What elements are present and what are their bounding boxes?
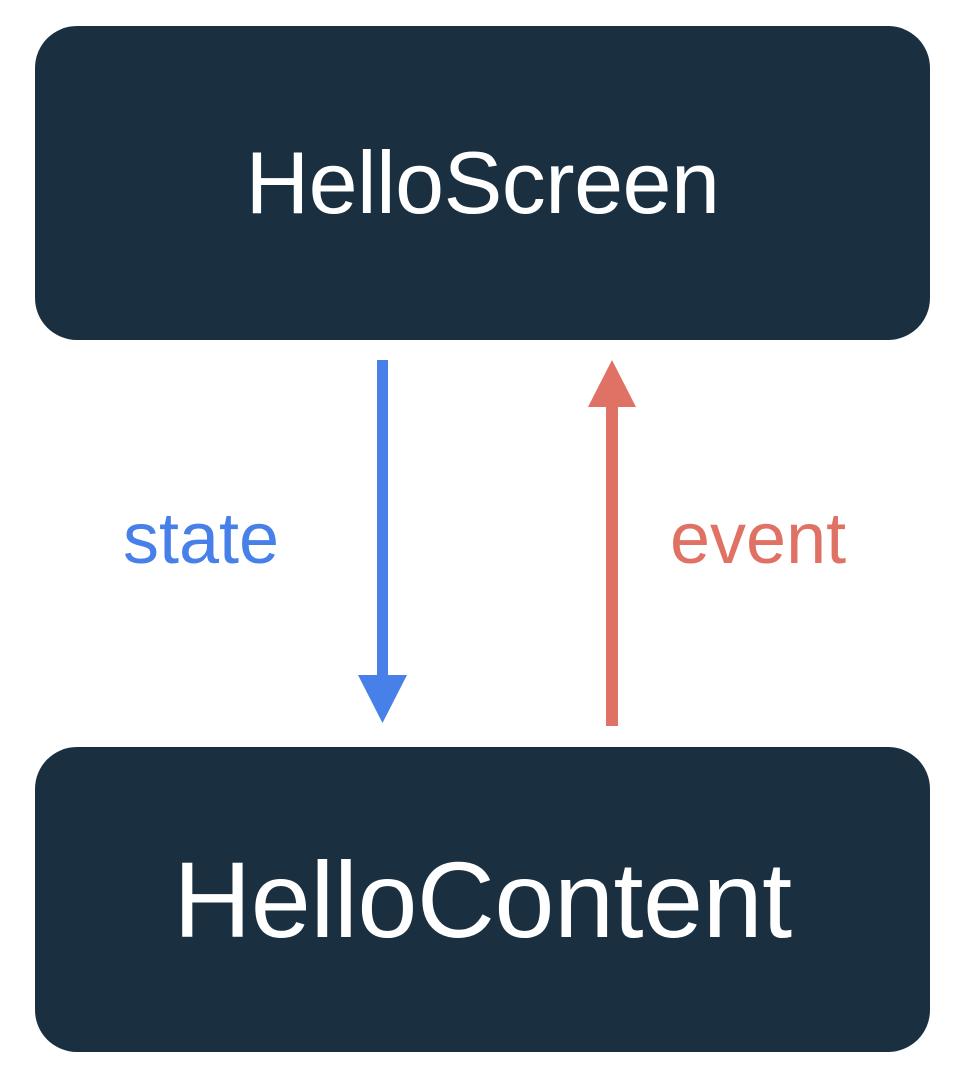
edge-label-event: event (670, 499, 847, 579)
event-arrow (588, 360, 636, 726)
node-hello-screen-label: HelloScreen (245, 133, 720, 232)
state-arrow (358, 360, 407, 723)
node-hello-screen[interactable]: HelloScreen (35, 26, 930, 340)
node-hello-content-label: HelloContent (173, 838, 792, 960)
edge-label-state: state (123, 499, 280, 579)
node-hello-content[interactable]: HelloContent (35, 747, 930, 1052)
